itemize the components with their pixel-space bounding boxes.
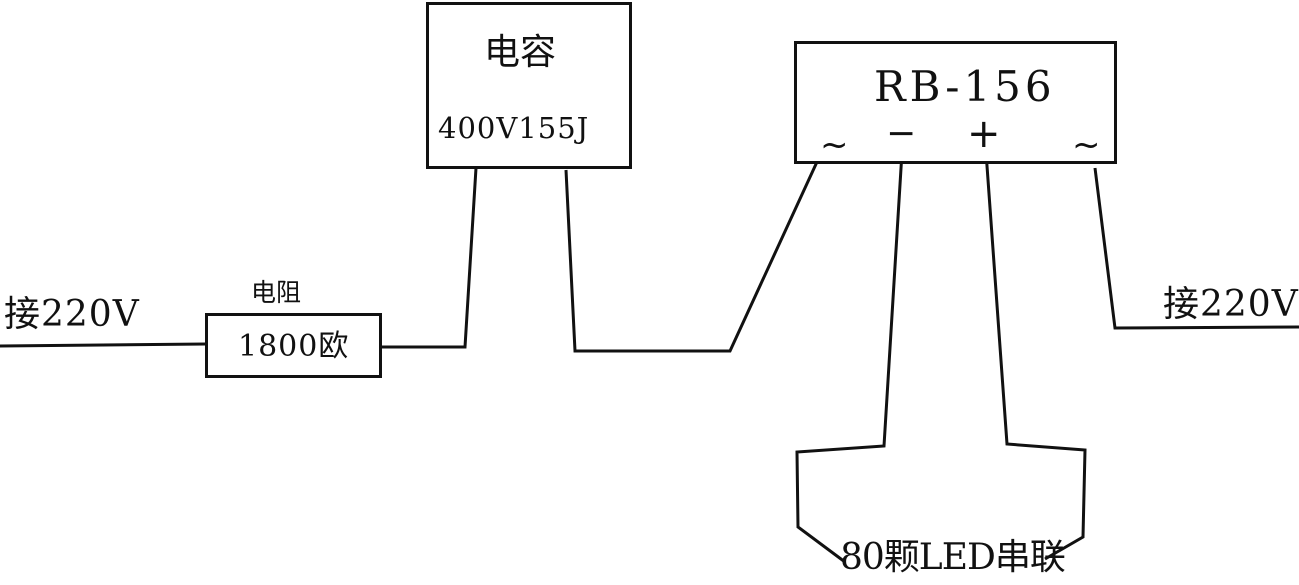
resistor-value: 1800欧 [238, 329, 350, 364]
wire-positive-to-led [984, 151, 1087, 561]
wire-resistor-to-capacitor [381, 167, 478, 349]
wire-capacitor-to-rectifier [564, 150, 824, 353]
capacitor-value: 400V155J [438, 111, 590, 145]
wire-negative-to-led [795, 151, 904, 564]
wire-input-left [0, 342, 207, 348]
capacitor-box: 电容 400V155J [426, 2, 632, 169]
wire-rectifier-to-input-right [1093, 167, 1299, 330]
rectifier-box: RB-156 ~ − + ~ [794, 41, 1117, 164]
input-left-label: 接220V [4, 294, 140, 335]
capacitor-title: 电容 [484, 32, 557, 73]
pin-ac-left-symbol: ~ [820, 125, 849, 165]
pin-negative-symbol: − [886, 113, 917, 154]
pin-ac-right-symbol: ~ [1072, 125, 1101, 165]
resistor-title: 电阻 [251, 278, 302, 307]
resistor-box: 1800欧 [205, 313, 382, 378]
led-string-label: 80颗LED串联 [840, 537, 1066, 578]
pin-positive-symbol: + [967, 111, 1001, 157]
input-right-label: 接220V [1163, 284, 1299, 325]
rectifier-model: RB-156 [874, 62, 1056, 111]
